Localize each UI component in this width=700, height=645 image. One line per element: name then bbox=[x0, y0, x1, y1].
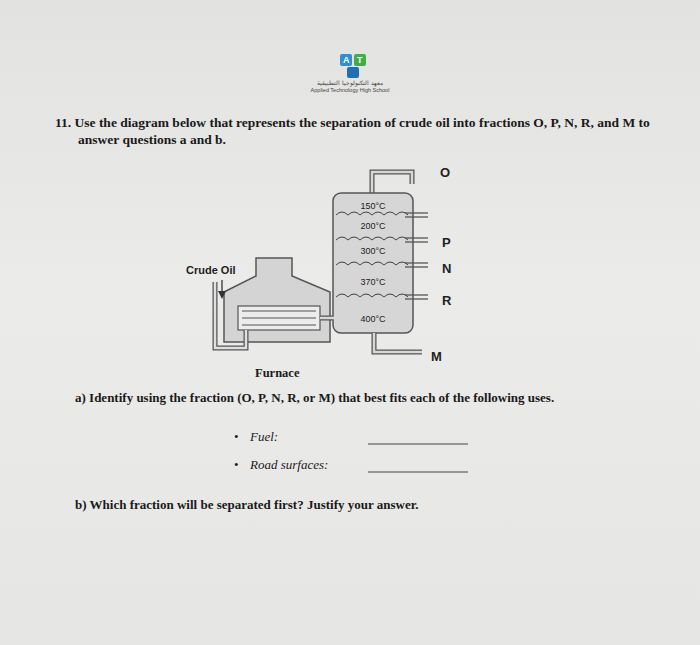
feed-pipe bbox=[215, 282, 246, 348]
fraction-letter: M bbox=[431, 349, 442, 364]
school-name: Applied Technology High School bbox=[311, 87, 390, 93]
temperature-label: 370°C bbox=[333, 277, 413, 288]
logo-letter: A bbox=[343, 55, 350, 65]
answer-line bbox=[368, 444, 468, 445]
temperature-label: 300°C bbox=[333, 246, 413, 257]
logo-letter: T bbox=[357, 55, 363, 65]
temperature-label: 400°C bbox=[333, 314, 413, 325]
temperature-label: 200°C bbox=[333, 221, 413, 232]
furnace-label: Furnace bbox=[255, 366, 299, 381]
logo-square bbox=[354, 54, 366, 66]
distillation-column: 150°C 200°C 300°C 370°C 400°C bbox=[333, 193, 413, 333]
logo-square bbox=[347, 67, 359, 78]
fraction-letter: P bbox=[442, 235, 451, 250]
outlet-pipes bbox=[405, 213, 428, 299]
fraction-letter: O bbox=[440, 165, 450, 180]
question-part: a) Identify using the fraction (O, P, N,… bbox=[75, 390, 554, 406]
temperature-label: 150°C bbox=[333, 201, 413, 212]
logo-square bbox=[340, 54, 352, 66]
feed-arrow bbox=[218, 291, 226, 299]
answer-line bbox=[368, 472, 468, 473]
question-part: b) Which fraction will be separated firs… bbox=[75, 497, 419, 513]
bullet: • bbox=[234, 429, 239, 445]
bullet: • bbox=[234, 457, 239, 473]
pipe bbox=[372, 172, 412, 194]
pipe bbox=[320, 317, 334, 320]
column-body bbox=[333, 193, 413, 333]
pipe bbox=[372, 172, 412, 194]
fraction-letter: R bbox=[442, 293, 451, 308]
feed-pipe bbox=[215, 282, 246, 348]
fraction-letter: N bbox=[442, 261, 451, 276]
feed-label: Crude Oil bbox=[186, 264, 236, 276]
question-text: 11. Use the diagram below that represent… bbox=[55, 114, 660, 148]
answer-prompt: Road surfaces: bbox=[250, 457, 328, 473]
pipe bbox=[320, 316, 333, 321]
answer-prompt: Fuel: bbox=[250, 429, 278, 445]
coil-windings bbox=[242, 311, 316, 325]
furnace-coil bbox=[238, 306, 320, 330]
school-name: معهد التكنولوجيا التطبيقية bbox=[317, 79, 382, 86]
pipe bbox=[374, 333, 422, 352]
pipe bbox=[374, 333, 422, 352]
furnace-housing bbox=[224, 258, 330, 342]
